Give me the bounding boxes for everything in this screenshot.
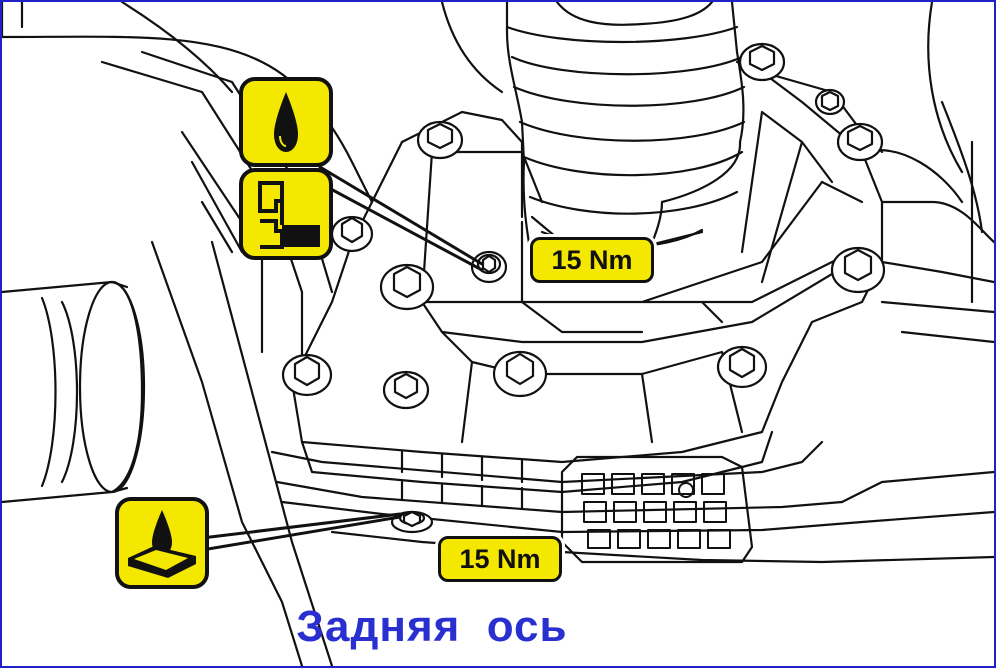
lower-bar bbox=[150, 240, 334, 666]
lower-crossmember bbox=[270, 440, 994, 564]
shaft-lines bbox=[40, 296, 79, 488]
bolt bbox=[836, 122, 884, 162]
bolt bbox=[738, 42, 786, 82]
bolt bbox=[814, 88, 846, 116]
bolts bbox=[281, 42, 886, 534]
drive-shaft-tube bbox=[2, 280, 144, 504]
bolt bbox=[416, 120, 464, 160]
diagram-caption: Задняя ось bbox=[296, 602, 568, 651]
upper-leader-line bbox=[312, 165, 484, 272]
bolt bbox=[330, 215, 374, 253]
lower-leader-line bbox=[200, 512, 402, 552]
bolt bbox=[379, 263, 435, 311]
fill-plug bbox=[470, 250, 508, 284]
bolt bbox=[281, 353, 333, 397]
bellows-boot bbox=[505, 2, 746, 272]
oil-drop-icon bbox=[239, 77, 333, 167]
drain-plug bbox=[390, 510, 434, 534]
shaft-end bbox=[78, 280, 146, 494]
bolt bbox=[830, 246, 886, 294]
upper-torque-label: 15 Nm bbox=[530, 237, 654, 283]
filler-plug-level-icon bbox=[239, 168, 333, 260]
bolt bbox=[492, 350, 548, 398]
bolt bbox=[382, 370, 430, 410]
grid-plate bbox=[581, 473, 731, 549]
body-panel bbox=[2, 2, 504, 204]
lower-torque-label: 15 Nm bbox=[438, 536, 562, 582]
bolt bbox=[716, 345, 768, 389]
oil-drain-icon bbox=[115, 497, 209, 589]
